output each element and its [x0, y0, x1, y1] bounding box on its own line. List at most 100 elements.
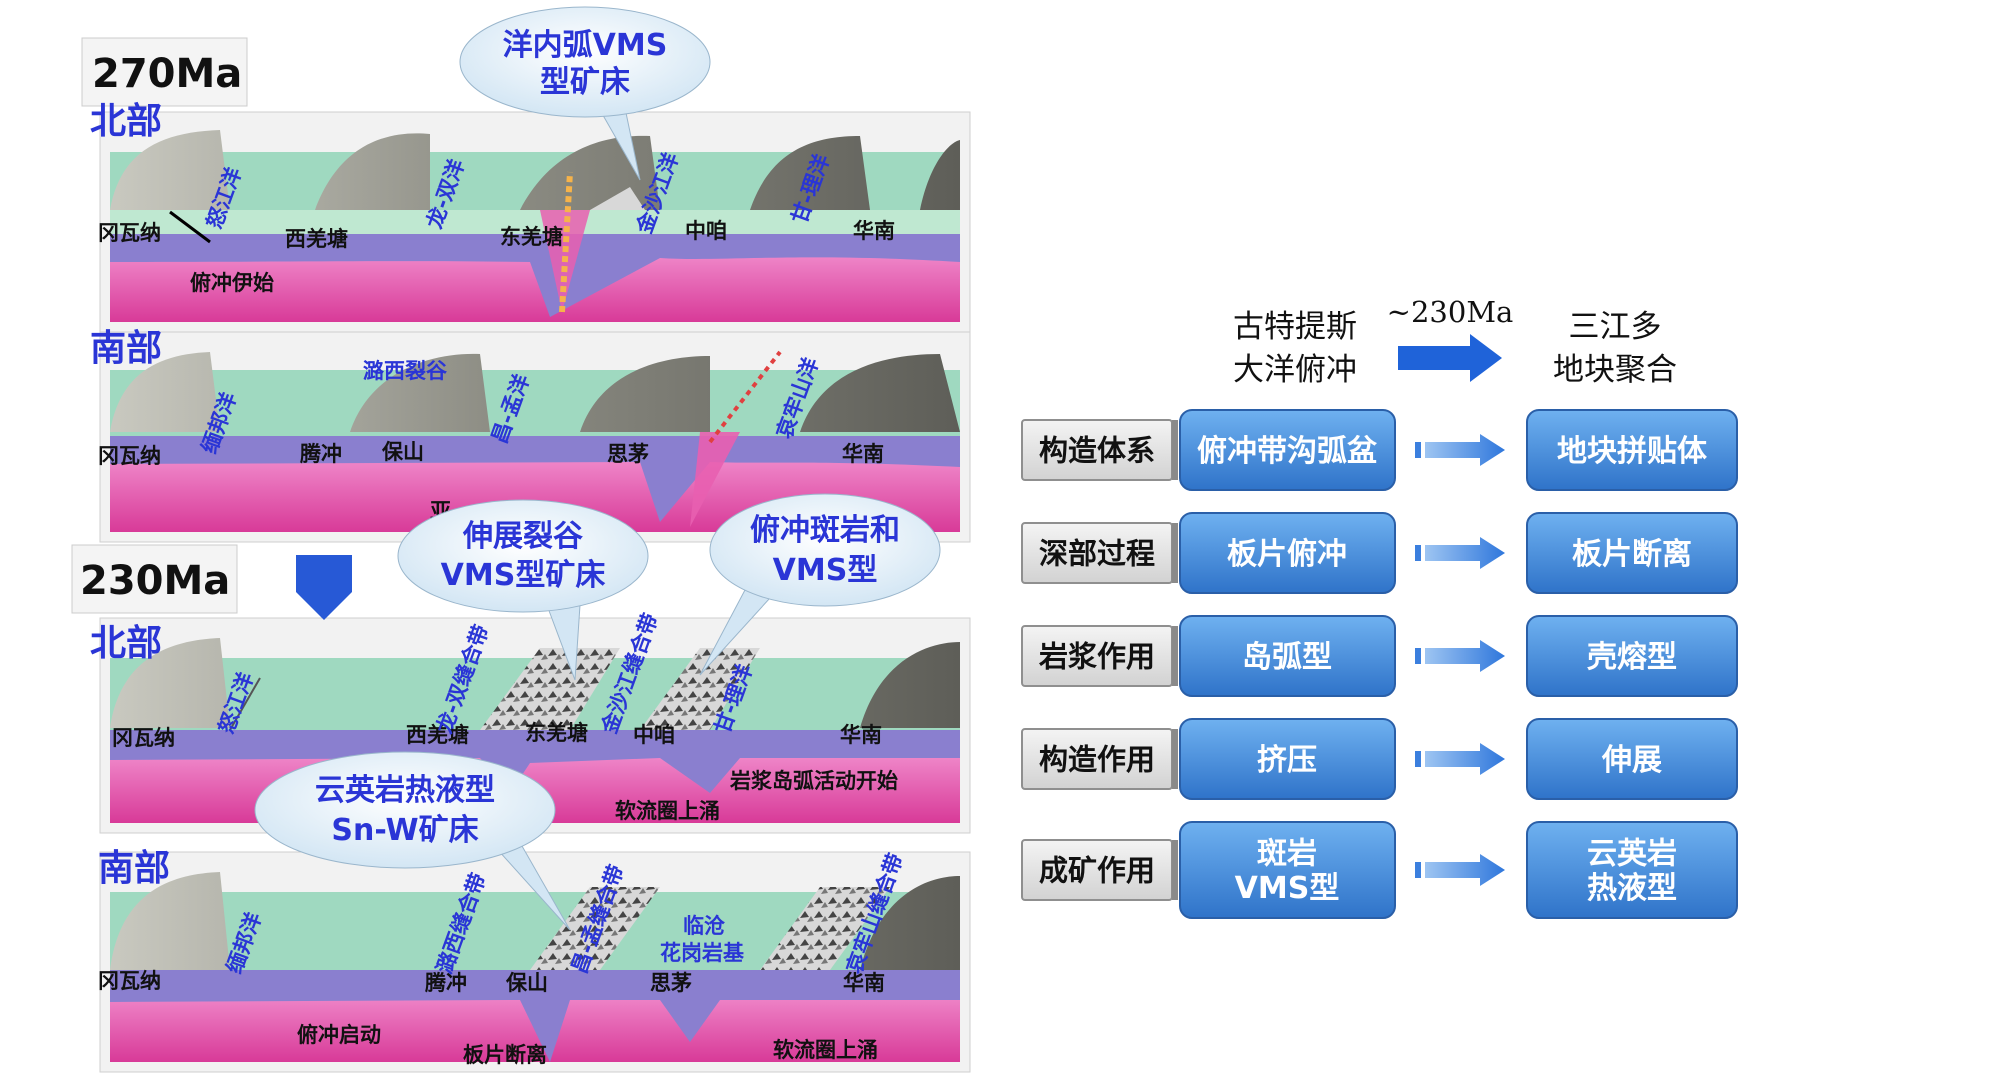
svg-text:腾冲: 腾冲: [300, 442, 342, 466]
flow-arrow-stub: [1415, 545, 1421, 561]
svg-text:伸展裂谷: 伸展裂谷: [462, 519, 583, 554]
from-box: [1179, 718, 1396, 800]
row-label-edge: [1172, 523, 1178, 583]
ore-belt: [480, 648, 620, 730]
svg-text:VMS型: VMS型: [773, 553, 878, 588]
row-label: 深部过程: [1039, 536, 1155, 570]
svg-text:东羌塘: 东羌塘: [500, 225, 563, 249]
svg-text:腾冲: 腾冲: [425, 971, 467, 995]
flow-arrow: [1425, 854, 1505, 886]
title-south-230: 南部: [98, 848, 170, 889]
flow-arrow-stub: [1415, 862, 1421, 878]
to-text: 伸展: [1601, 743, 1662, 778]
flow-arrow-stub: [1415, 648, 1421, 664]
svg-text:俯冲启动: 俯冲启动: [297, 1023, 381, 1047]
to-text: 云英岩热液型: [1587, 837, 1677, 907]
mountain-ridges: [110, 130, 960, 210]
svg-text:古特提斯: 古特提斯: [1233, 309, 1357, 345]
svg-text:地块聚合: 地块聚合: [1553, 352, 1677, 388]
panel-270-north: [99, 111, 971, 333]
row-label: 构造体系: [1039, 433, 1155, 467]
from-text: 板片俯冲: [1227, 537, 1347, 572]
svg-text:冈瓦纳: 冈瓦纳: [98, 969, 161, 993]
svg-text:思茅: 思茅: [650, 971, 692, 995]
header-arrow: [1398, 334, 1502, 382]
row-label-edge: [1172, 729, 1178, 789]
lithosphere-layer: [110, 230, 960, 317]
terrane-labels-p1: 冈瓦纳 西羌塘 东羌塘 中咱 华南 俯冲伊始: [98, 219, 895, 295]
svg-text:板片断离: 板片断离: [463, 1043, 547, 1067]
svg-text:云英岩热液型: 云英岩热液型: [315, 773, 495, 808]
title-north-230: 北部: [90, 623, 162, 664]
header-right: 三江多 地块聚合: [1553, 309, 1677, 388]
svg-text:华南: 华南: [840, 723, 882, 747]
svg-text:保山: 保山: [505, 971, 548, 995]
terrane-labels-p3: 冈瓦纳 西羌塘 东羌塘 中咱 华南 岩浆岛弧活动开始 软流圈上涌: [112, 721, 898, 823]
from-text: 岛弧型: [1242, 640, 1332, 675]
to-box: [1526, 512, 1738, 594]
era-label-230: 230Ma: [71, 544, 238, 614]
panel-270-south: [99, 331, 971, 543]
callout-rift: 伸展裂谷 VMS型矿床: [397, 499, 649, 681]
svg-text:冈瓦纳: 冈瓦纳: [98, 444, 161, 468]
flow-row: 岩浆作用岛弧型壳熔型: [1021, 615, 1738, 697]
svg-text:VMS型矿床: VMS型矿床: [441, 558, 606, 593]
svg-text:Sn-W矿床: Sn-W矿床: [331, 813, 478, 848]
from-box: [1179, 821, 1396, 919]
to-box: [1526, 615, 1738, 697]
flow-row: 构造体系俯冲带沟弧盆地块拼贴体: [1021, 409, 1738, 491]
flow-arrow: [1425, 640, 1505, 672]
callout-vms-arc: 洋内弧VMS 型矿床: [459, 6, 711, 181]
row-label-edge: [1172, 840, 1178, 900]
to-box: [1526, 409, 1738, 491]
svg-text:俯冲斑岩和: 俯冲斑岩和: [750, 513, 900, 548]
title-north-270: 北部: [90, 101, 162, 142]
svg-text:东羌塘: 东羌塘: [525, 721, 588, 745]
flow-arrow-stub: [1415, 751, 1421, 767]
svg-text:花岗岩基: 花岗岩基: [660, 941, 745, 965]
svg-text:思茅: 思茅: [607, 442, 649, 466]
to-text: 板片断离: [1572, 537, 1692, 572]
mantle-layer: [110, 252, 960, 322]
svg-text:中咱: 中咱: [633, 723, 675, 747]
terrane-labels-p2: 冈瓦纳 腾冲 保山 思茅 华南 潞西裂谷 亚: [98, 359, 884, 523]
svg-text:软流圈上涌: 软流圈上涌: [615, 799, 720, 823]
row-label: 构造作用: [1039, 742, 1155, 776]
svg-text:洋内弧VMS: 洋内弧VMS: [503, 28, 668, 63]
terrane-labels-p4: 冈瓦纳 腾冲 保山 思茅 华南 俯冲启动 板片断离 软流圈上涌: [98, 969, 885, 1067]
flow-arrow: [1425, 537, 1505, 569]
svg-text:中咱: 中咱: [685, 219, 727, 243]
flow-arrow-stub: [1415, 442, 1421, 458]
row-label-edge: [1172, 420, 1178, 480]
svg-text:临沧: 临沧: [683, 914, 725, 938]
svg-text:大洋俯冲: 大洋俯冲: [1233, 352, 1357, 388]
svg-text:华南: 华南: [842, 442, 884, 466]
to-text: 地块拼贴体: [1557, 434, 1708, 469]
flow-row: 深部过程 板片俯冲 板片断离: [1021, 512, 1738, 594]
callout-greisen: 云英岩热液型 Sn-W矿床: [254, 751, 571, 931]
from-box: [1179, 512, 1396, 594]
row-label-edge: [1172, 626, 1178, 686]
header-mid: ~230Ma: [1387, 295, 1514, 329]
svg-text:华南: 华南: [843, 971, 885, 995]
row-label: 岩浆作用: [1038, 639, 1155, 673]
header-left: 古特提斯 大洋俯冲: [1233, 309, 1357, 388]
granite-batholith-label: 临沧 花岗岩基: [660, 914, 745, 965]
from-text: 挤压: [1257, 743, 1317, 778]
svg-text:西羌塘: 西羌塘: [406, 723, 469, 747]
svg-text:西羌塘: 西羌塘: [285, 227, 348, 251]
terrane-surface: [110, 207, 960, 234]
svg-text:型矿床: 型矿床: [540, 65, 630, 100]
svg-text:冈瓦纳: 冈瓦纳: [112, 726, 175, 750]
svg-text:三江多: 三江多: [1569, 309, 1662, 345]
svg-text:冈瓦纳: 冈瓦纳: [98, 221, 161, 245]
svg-text:270Ma: 270Ma: [92, 51, 242, 97]
title-south-270: 南部: [90, 328, 162, 369]
svg-text:潞西裂谷: 潞西裂谷: [363, 359, 448, 383]
from-box: [1179, 409, 1396, 491]
flow-rows: 构造体系俯冲带沟弧盆地块拼贴体深部过程板片俯冲板片断离岩浆作用岛弧型壳熔型构造作…: [1021, 409, 1738, 919]
flow-arrow: [1425, 743, 1505, 775]
